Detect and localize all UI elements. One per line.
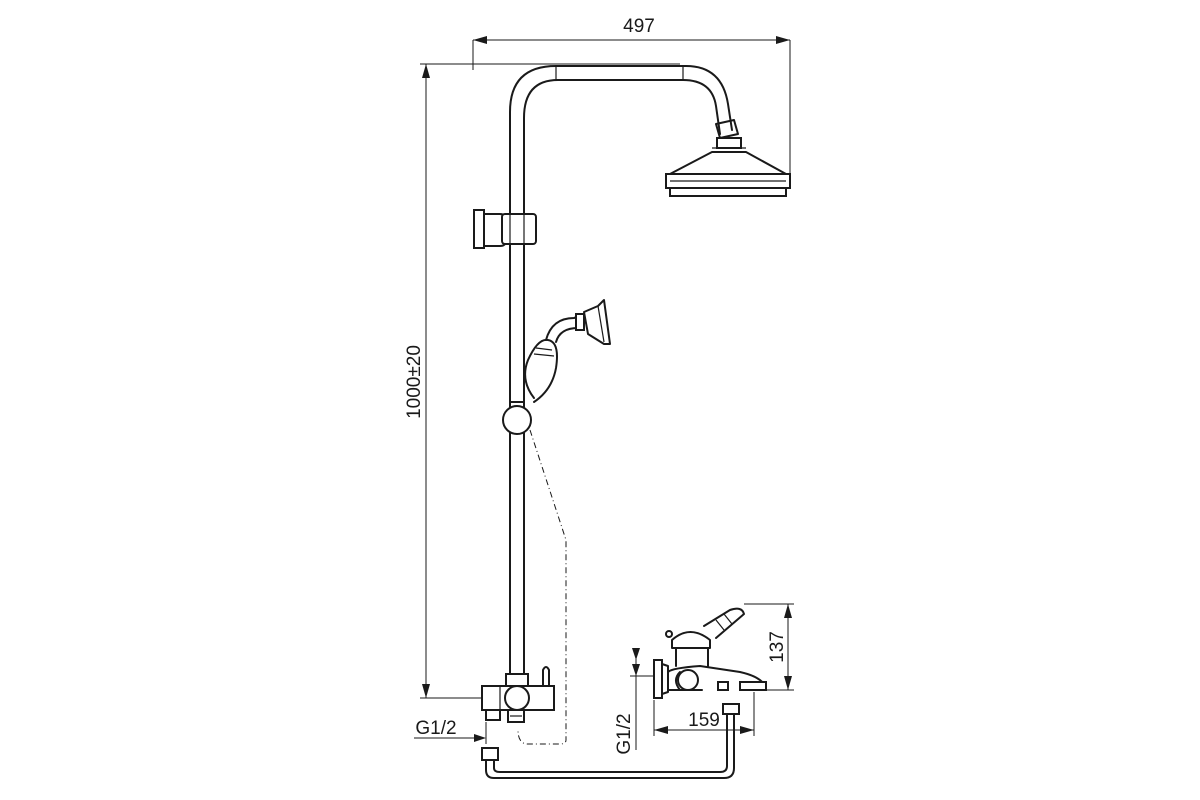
dimension-thread-left: G1/2	[414, 718, 487, 744]
upper-wall-bracket	[473, 209, 537, 249]
dimension-height: 1000±20	[404, 63, 680, 699]
overhead-shower-head	[665, 119, 791, 197]
bath-mixer	[653, 607, 767, 699]
dimension-height-label: 1000±20	[404, 345, 425, 419]
dimension-width: 497	[472, 16, 791, 185]
dimension-mixer-depth: 159	[653, 692, 755, 736]
shower-hose	[517, 429, 567, 745]
mixer-height-label: 137	[767, 631, 788, 663]
hand-shower	[524, 299, 611, 403]
dimension-mixer-height: 137	[744, 603, 794, 691]
mixer-depth-label: 159	[688, 710, 720, 731]
hand-shower-slider	[502, 401, 532, 435]
diverter-unit	[481, 666, 555, 723]
connecting-pipe	[481, 703, 740, 779]
thread-left-label: G1/2	[415, 718, 456, 739]
thread-right-label: G1/2	[614, 713, 635, 754]
dimension-thread-right: G1/2	[614, 648, 654, 755]
shower-column	[509, 65, 733, 681]
dimension-width-label: 497	[623, 16, 655, 37]
